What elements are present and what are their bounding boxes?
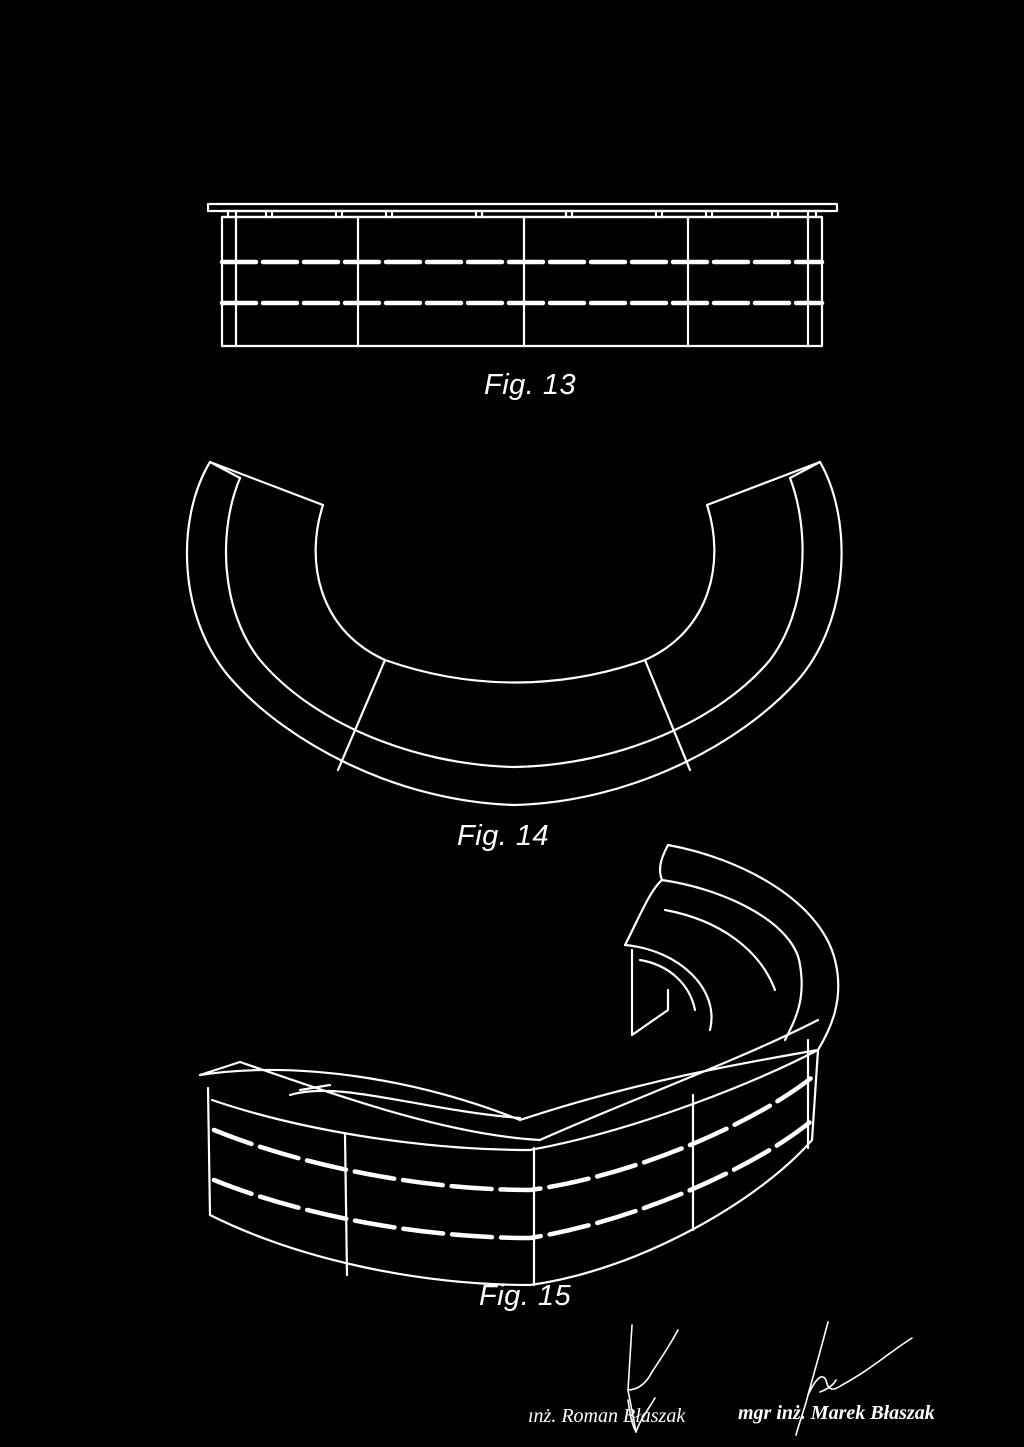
fig15-right-wing-top-outer xyxy=(666,843,840,1052)
fig14-outer-edge xyxy=(185,460,843,807)
signature-name-roman: ınż. Roman Błaszak xyxy=(528,1405,686,1427)
fig14-inner-edge-right xyxy=(643,503,716,662)
fig13-dashed-rails xyxy=(219,259,825,306)
signature-name-marek: mgr inż. Marek Błaszak xyxy=(738,1402,935,1424)
fig15-caption: Fig. 15 xyxy=(479,1280,572,1312)
fig15-main-top-outer xyxy=(198,1048,820,1122)
fig14-front-line xyxy=(224,476,804,769)
fig15-panel-divider xyxy=(343,1133,349,1277)
fig15-right-wing-top-inner xyxy=(660,878,803,1042)
fig15-inner-shelf xyxy=(623,943,713,1032)
fig13-front-elevation xyxy=(206,202,839,348)
signature-roman xyxy=(627,1324,679,1433)
fig15-bottom-edge xyxy=(208,1138,814,1287)
fig15-main-top-inner xyxy=(238,1018,820,1142)
fig13-caption: Fig. 13 xyxy=(484,369,577,401)
fig14-inner-edge-center xyxy=(383,658,647,684)
fig15-dashed-rails xyxy=(211,1072,818,1241)
fig14-section-divider xyxy=(336,658,387,772)
fig15-perspective-view xyxy=(198,843,840,1287)
signature-marek xyxy=(795,1321,913,1436)
fig14-caption: Fig. 14 xyxy=(457,820,550,852)
fig13-counter-body xyxy=(220,215,824,348)
fig14-inner-edge-left xyxy=(314,503,387,662)
fig15-left-edge xyxy=(206,1086,212,1217)
fig14-section-divider xyxy=(643,658,692,772)
fig14-right-end xyxy=(705,460,822,507)
fig14-left-end xyxy=(208,460,325,507)
fig14-plan-view xyxy=(185,460,843,807)
fig15-end-support xyxy=(630,948,670,1037)
fig15-right-wing-end xyxy=(623,878,664,947)
